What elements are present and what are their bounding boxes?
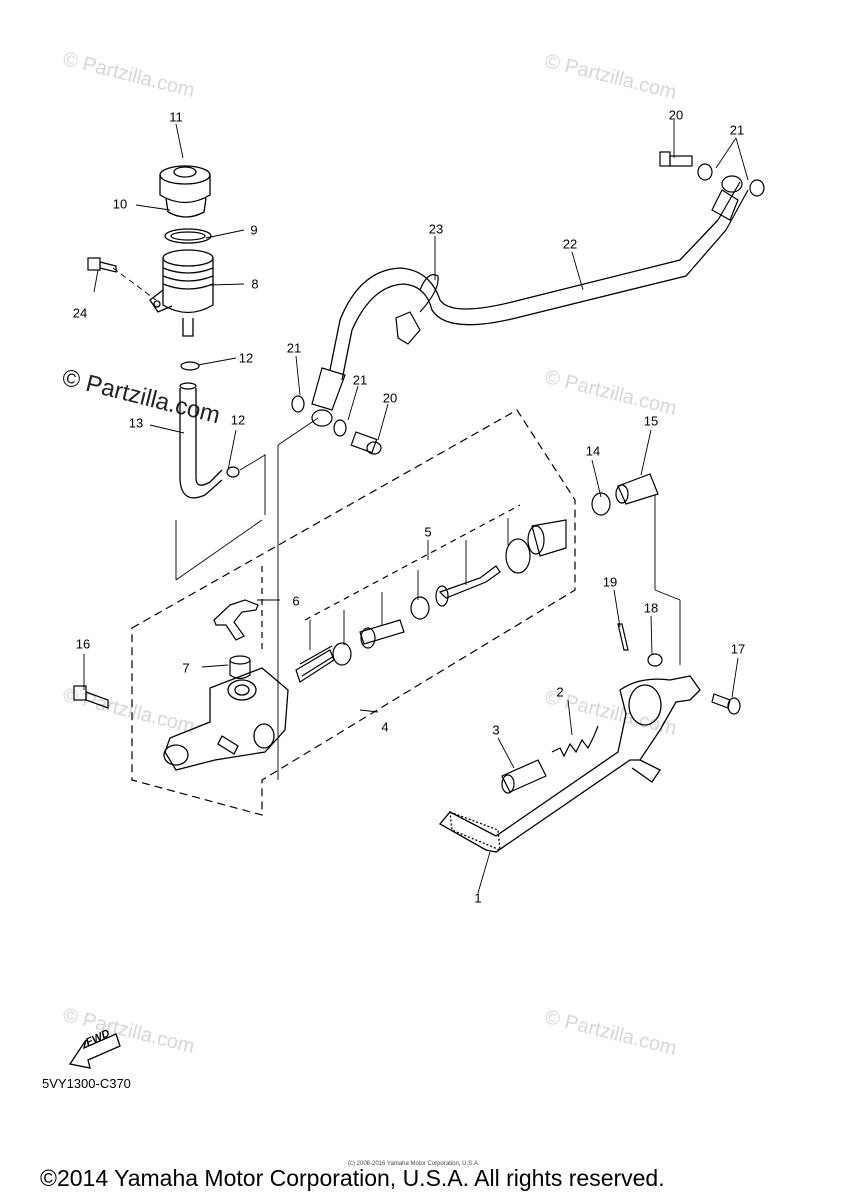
callout-19: 19 — [602, 574, 618, 590]
fine-print: (c) 2006-2016 Yamaha Motor Corporation, … — [348, 1161, 480, 1167]
fwd-arrow-icon — [68, 1033, 121, 1069]
callout-18: 18 — [643, 600, 659, 616]
callout-20-middle: 20 — [382, 390, 398, 406]
washer — [333, 419, 347, 437]
union-bolt — [659, 151, 693, 167]
hose-clip — [180, 361, 200, 371]
callout-1: 1 — [474, 890, 482, 906]
return-spring — [551, 725, 599, 758]
callout-20-top: 20 — [668, 107, 684, 123]
callout-10: 10 — [112, 196, 128, 212]
clevis — [615, 473, 659, 505]
callout-14: 14 — [585, 443, 601, 459]
lock-nut — [591, 492, 611, 516]
diagram-code: 5VY1300-C370 — [42, 1076, 131, 1091]
master-cylinder-body — [163, 667, 289, 771]
callout-12: 12 — [238, 350, 254, 366]
hose-fitting-upper — [711, 189, 739, 221]
callout-24: 24 — [72, 305, 88, 321]
reservoir-body — [149, 249, 214, 337]
callout-6: 6 — [292, 593, 300, 609]
brake-pedal — [439, 675, 701, 853]
callout-8: 8 — [251, 276, 259, 292]
mount-bolt — [73, 685, 109, 709]
pedal-bushing — [501, 759, 547, 794]
callout-9: 9 — [250, 222, 258, 238]
grommet — [229, 655, 251, 680]
piston-kit-leader — [261, 504, 521, 650]
union-bolt — [350, 431, 382, 455]
copyright-footer: ©2014 Yamaha Motor Corporation, U.S.A. A… — [40, 1165, 665, 1191]
reservoir-hose — [179, 388, 223, 499]
hose-fitting-lower — [311, 367, 346, 411]
brake-hose — [329, 219, 727, 381]
hose-clip — [226, 466, 240, 478]
callout-21-left: 21 — [286, 340, 302, 356]
callout-12-lower: 12 — [230, 412, 246, 428]
callout-17: 17 — [730, 641, 746, 657]
piston-kit — [295, 519, 567, 683]
washer — [697, 163, 713, 181]
callout-13: 13 — [128, 415, 144, 431]
callout-2: 2 — [556, 684, 564, 700]
reservoir-cap — [159, 165, 211, 218]
master-cylinder-assembly-outline — [131, 409, 576, 816]
callout-22: 22 — [562, 236, 578, 252]
callout-5: 5 — [424, 524, 432, 540]
washer — [291, 395, 305, 413]
callout-23: 23 — [428, 221, 444, 237]
callout-11: 11 — [169, 109, 183, 125]
hose-joint — [213, 599, 259, 641]
reservoir-bolt — [87, 257, 117, 273]
reservoir-seal — [164, 228, 212, 244]
leader-lines — [83, 120, 749, 894]
callout-7: 7 — [182, 660, 190, 676]
callout-15: 15 — [643, 413, 659, 429]
callout-3: 3 — [492, 722, 500, 738]
plain-washer — [647, 653, 663, 667]
cotter-pin — [617, 623, 629, 651]
callout-21-top: 21 — [729, 122, 745, 138]
pivot-bolt — [711, 693, 741, 715]
hose-guide — [395, 274, 439, 345]
callout-16: 16 — [75, 636, 91, 652]
callout-21-middle: 21 — [352, 372, 368, 388]
washer — [749, 179, 765, 197]
callout-4: 4 — [381, 719, 389, 735]
